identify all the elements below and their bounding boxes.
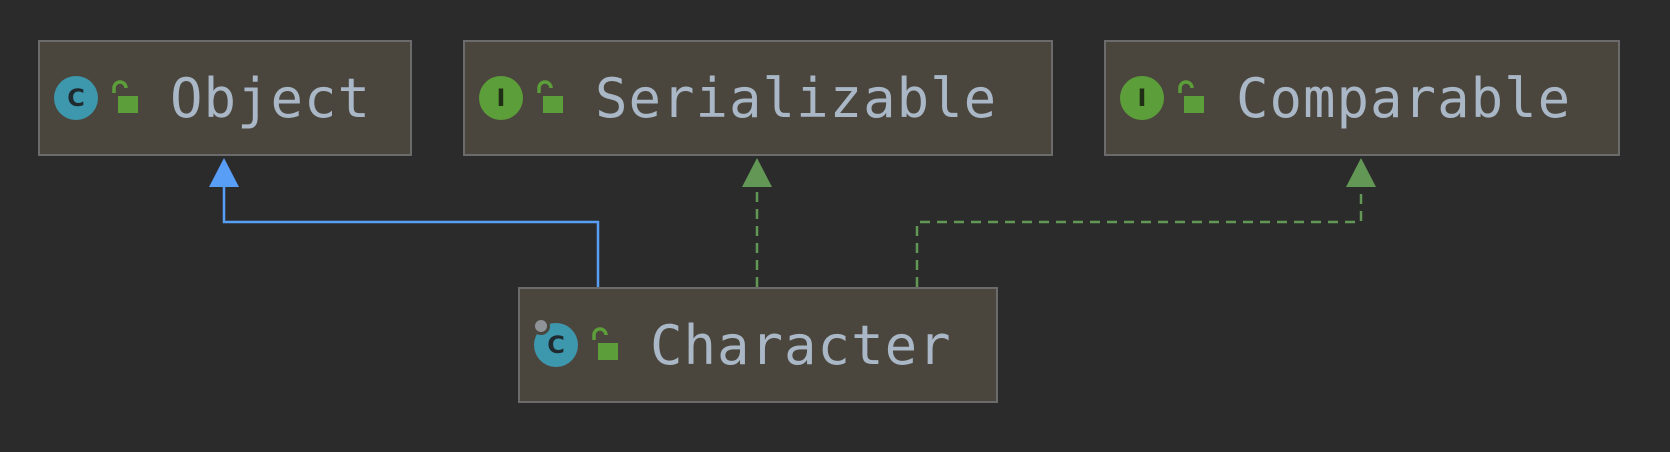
node-character[interactable]: C Character: [518, 287, 998, 403]
node-serializable[interactable]: I Serializable: [463, 40, 1053, 156]
public-lock-icon: [1178, 80, 1204, 113]
public-lock-icon: [112, 80, 138, 113]
arrowhead-comparable: [1346, 158, 1376, 187]
final-class-icon-letter: C: [547, 331, 565, 359]
final-class-icon: C: [532, 317, 578, 367]
final-pin-icon: [532, 317, 550, 335]
edge-character-extends-object: [222, 185, 600, 287]
node-object[interactable]: C Object: [38, 40, 412, 156]
node-name-character: Character: [650, 313, 952, 377]
arrowhead-object: [209, 158, 239, 187]
public-lock-icon: [592, 327, 618, 360]
node-name-object: Object: [170, 66, 372, 130]
node-comparable[interactable]: I Comparable: [1104, 40, 1620, 156]
arrowhead-serializable: [742, 158, 772, 187]
interface-icon: I: [479, 76, 523, 120]
class-icon: C: [54, 76, 98, 120]
node-name-serializable: Serializable: [595, 66, 998, 130]
interface-icon: I: [1120, 76, 1164, 120]
edge-character-implements-comparable: [915, 185, 1363, 287]
public-lock-icon: [537, 80, 563, 113]
node-name-comparable: Comparable: [1236, 66, 1572, 130]
